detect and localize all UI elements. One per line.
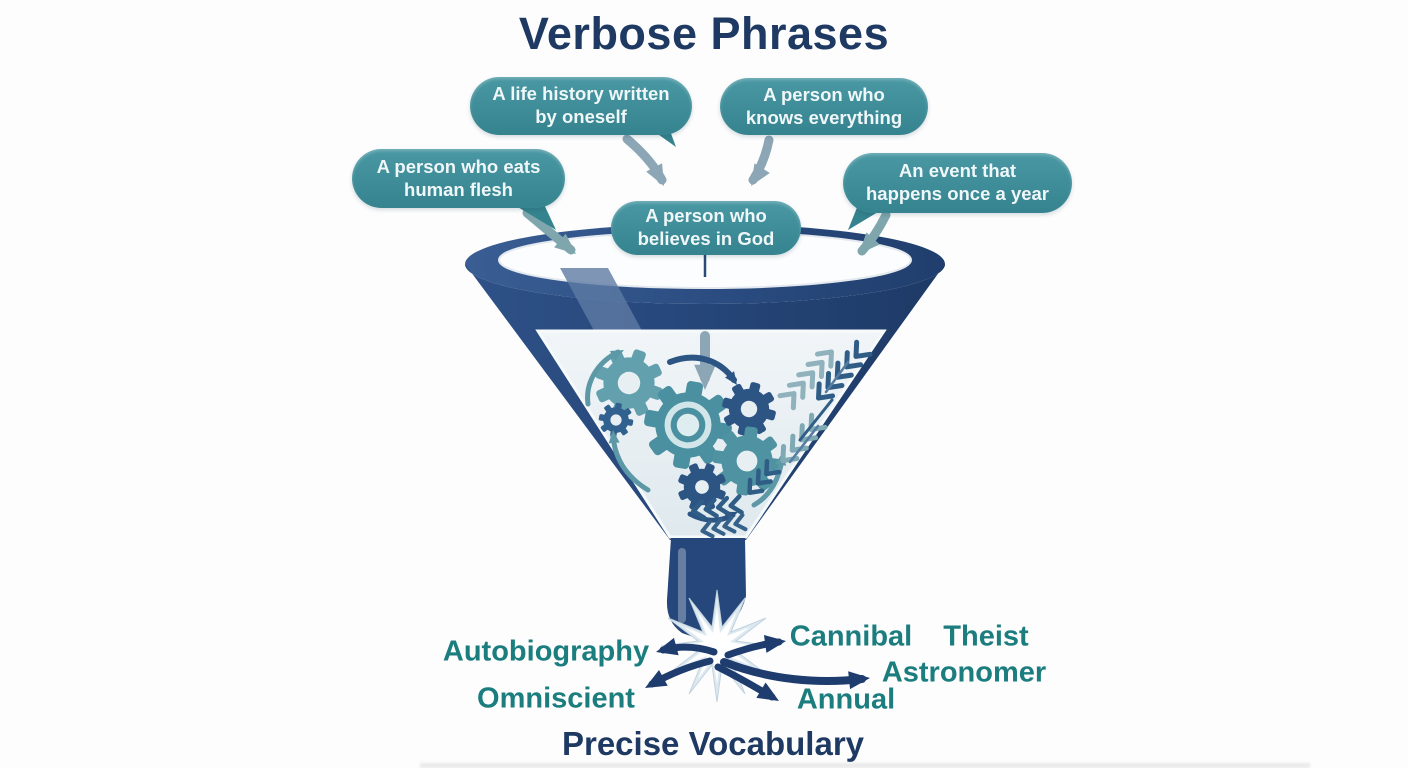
- verbose-phrase-bubble-annual: An event that happens once a year: [843, 153, 1072, 213]
- verbose-phrase-bubble-theist: A person who believes in God: [611, 201, 801, 255]
- gear-icon: [715, 375, 783, 443]
- funnel-stem: [666, 538, 746, 640]
- bubble-label-line: A person who: [763, 83, 885, 105]
- gear-icon: [670, 455, 734, 519]
- bubble-label-line: believes in God: [637, 228, 775, 249]
- bubble-label-line: A person who: [645, 205, 767, 227]
- out-arrow-icon: [640, 632, 871, 709]
- bottom-edge-smudge: [420, 763, 1310, 768]
- verbose-phrase-bubble-omniscient: A person who knows everything: [720, 78, 928, 135]
- bubble-label-line: knows everything: [745, 106, 903, 128]
- precise-word-omniscient: Omniscient: [477, 682, 635, 715]
- bubble-label-line: A person who eats: [376, 155, 541, 177]
- speed-line: [788, 424, 820, 464]
- precise-word-astronomer: Astronomer: [881, 656, 1047, 689]
- page-title: Verbose Phrases: [518, 8, 890, 59]
- curved-arrow-icon: [585, 345, 789, 523]
- cone-highlight: [560, 268, 646, 338]
- precise-word-autobiography: Autobiography: [442, 635, 650, 668]
- verbose-phrase-bubble-autobiography: A life history written by oneself: [470, 77, 692, 135]
- bubble-label-line: An event that: [898, 160, 1017, 182]
- bubble-label-line: happens once a year: [865, 183, 1050, 204]
- bubble-label-line: by oneself: [535, 106, 627, 127]
- stem-highlight: [678, 548, 686, 623]
- gear-icon: [596, 400, 636, 440]
- bubble-label-line: human flesh: [404, 178, 513, 200]
- splash-burst-icon: [660, 589, 774, 703]
- gear-icon: [708, 422, 786, 500]
- down-arrow-icon: [522, 134, 891, 261]
- precise-word-theist: Theist: [943, 620, 1029, 653]
- bubble-label-line: A life history written: [492, 83, 670, 105]
- verbose-phrase-bubble-cannibal: A person who eats human flesh: [352, 149, 565, 208]
- bottom-title: Precise Vocabulary: [561, 725, 865, 762]
- speed-line: [798, 398, 834, 442]
- speed-line: [824, 360, 850, 394]
- gear-icon: [637, 374, 739, 476]
- precise-word-annual: Annual: [796, 683, 896, 716]
- precise-word-cannibal: Cannibal: [789, 620, 913, 653]
- gear-icon: [584, 338, 674, 428]
